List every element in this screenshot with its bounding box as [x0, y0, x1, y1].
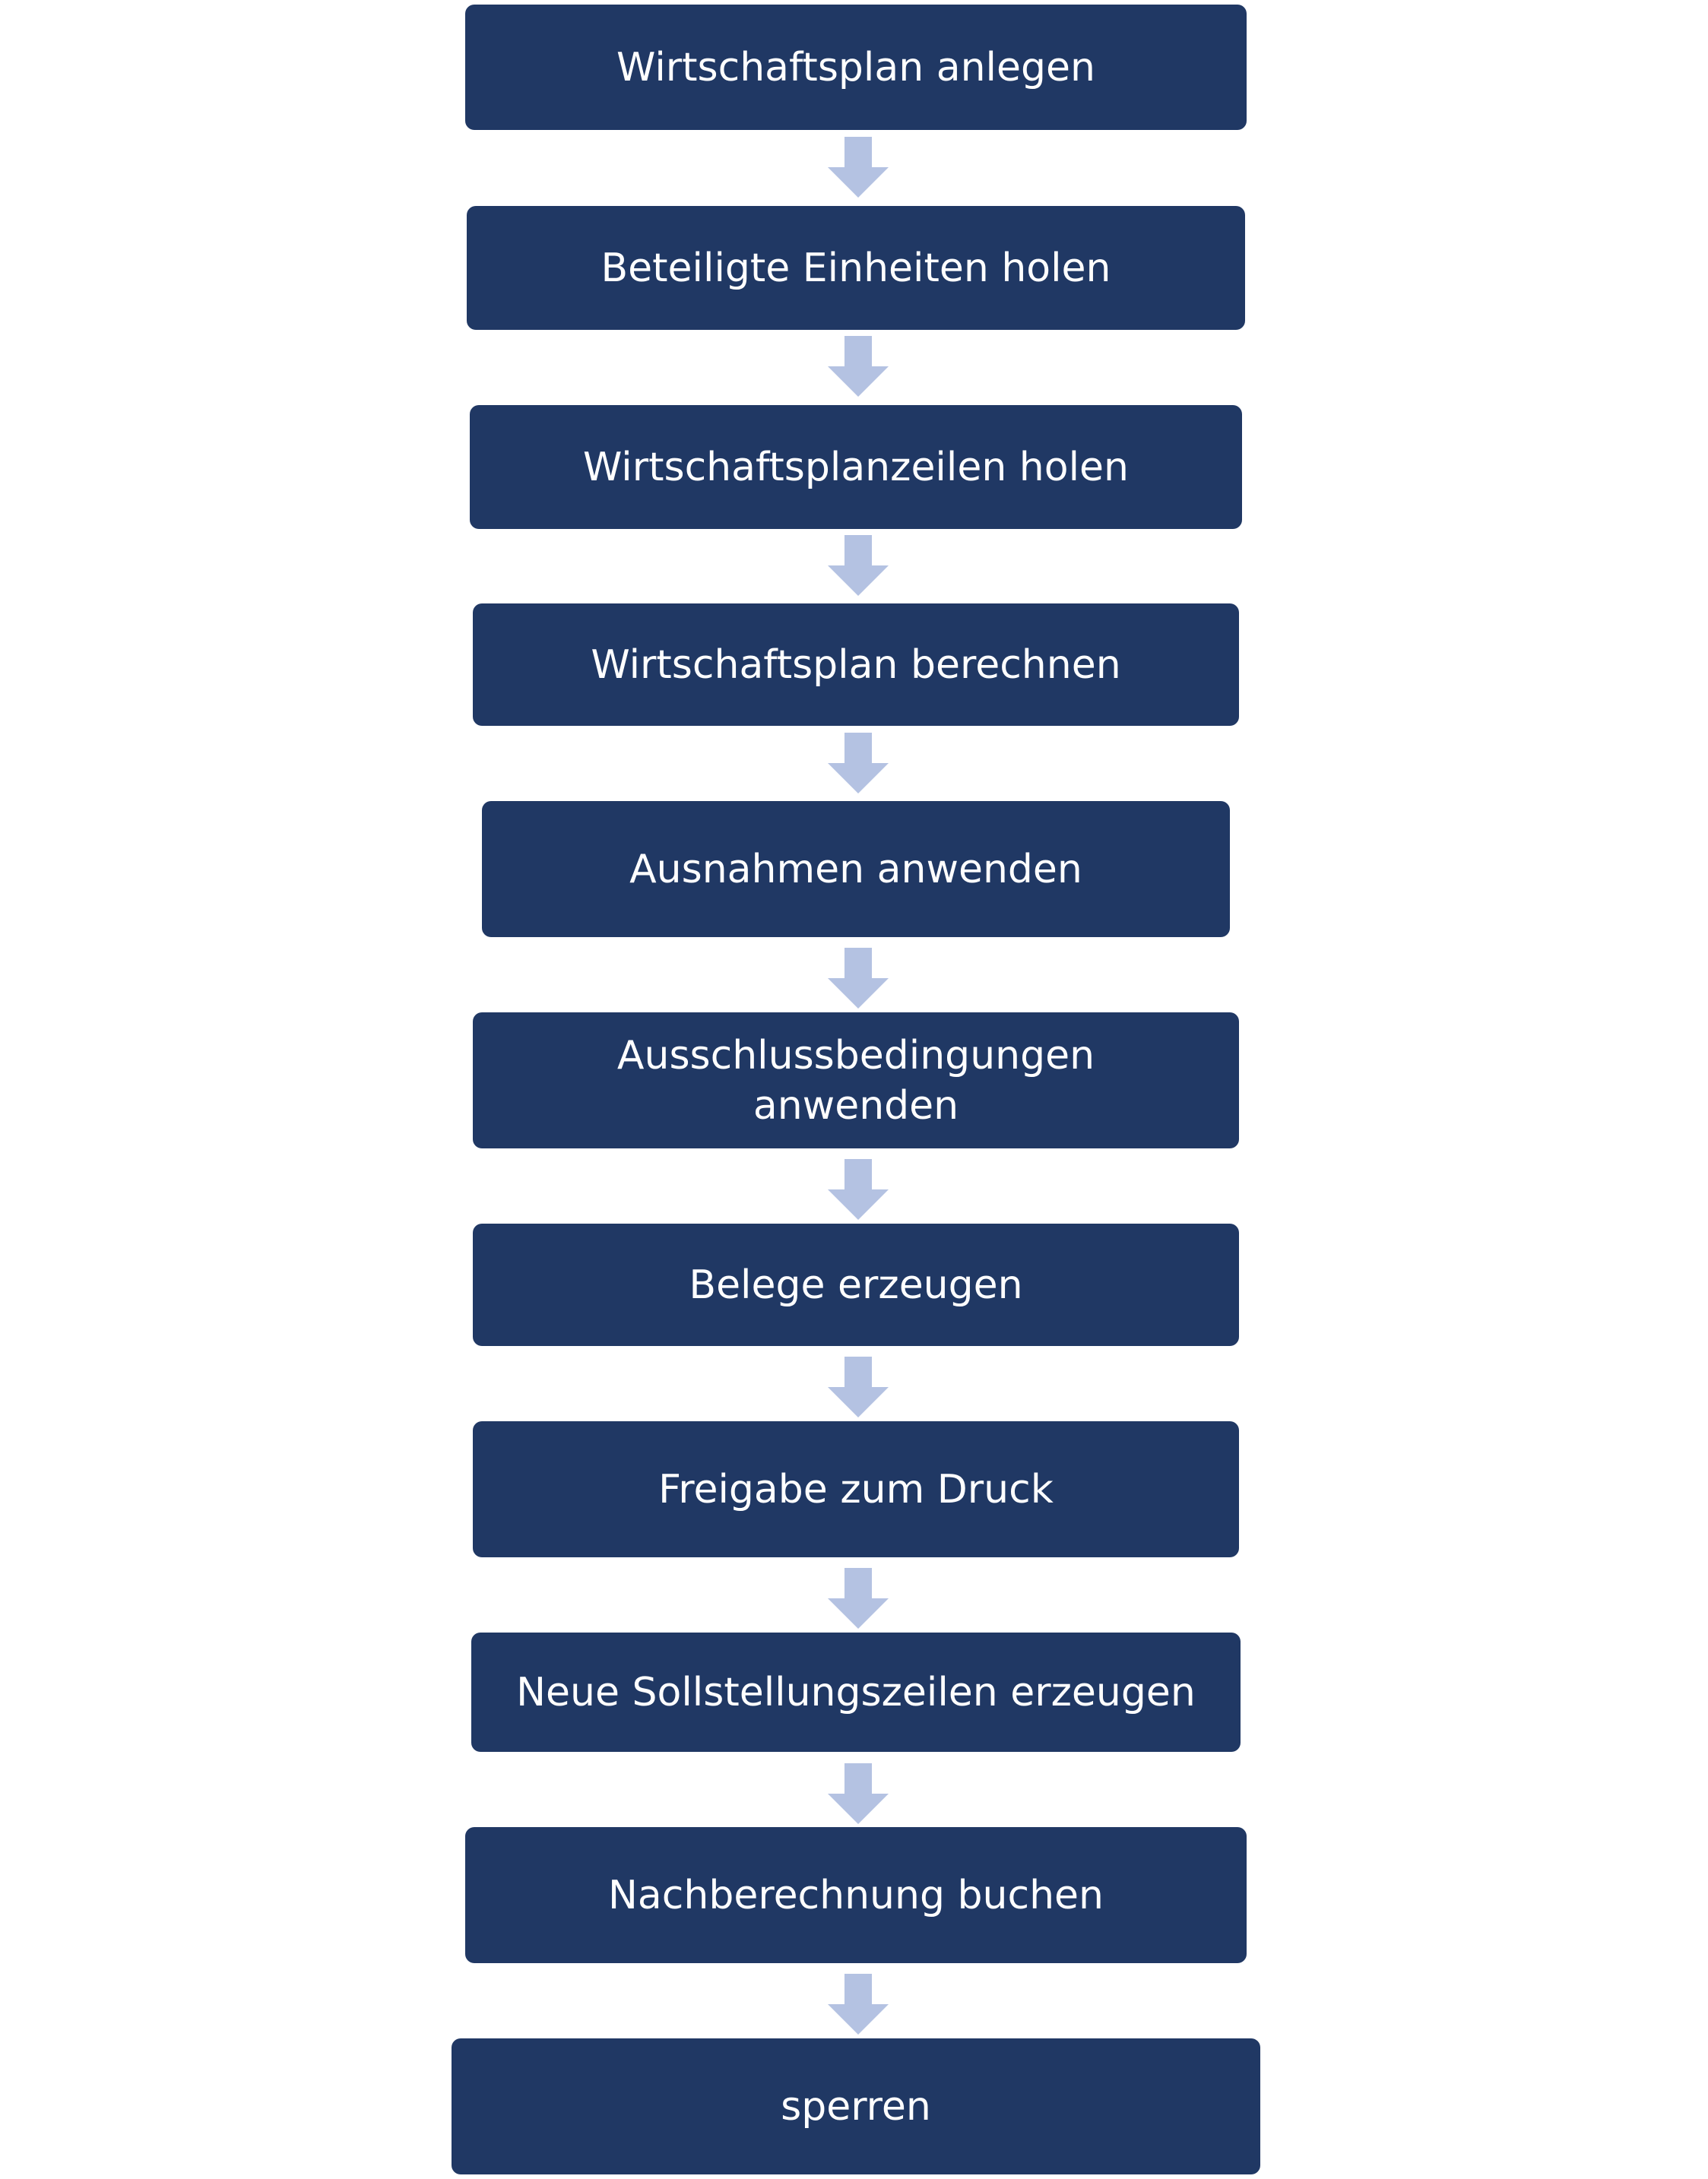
step-box-7: Belege erzeugen [473, 1224, 1239, 1346]
step-label: Nachberechnung buchen [608, 1872, 1104, 1918]
step-box-4: Wirtschaftsplan berechnen [473, 603, 1239, 726]
step-label: Wirtschaftsplan berechnen [591, 641, 1121, 688]
down-arrow-icon [828, 535, 889, 596]
down-arrow-icon [828, 1568, 889, 1629]
step-box-9: Neue Sollstellungszeilen erzeugen [471, 1633, 1241, 1752]
down-arrow-icon [828, 1159, 889, 1220]
step-label: Wirtschaftsplanzeilen holen [583, 444, 1129, 490]
step-label: Beteiligte Einheiten holen [600, 245, 1111, 291]
step-box-5: Ausnahmen anwenden [482, 801, 1230, 937]
step-box-1: Wirtschaftsplan anlegen [465, 5, 1247, 130]
step-label: Belege erzeugen [689, 1262, 1023, 1308]
step-box-3: Wirtschaftsplanzeilen holen [470, 405, 1242, 529]
step-box-2: Beteiligte Einheiten holen [467, 206, 1245, 330]
step-box-6: Ausschlussbedingungen anwenden [473, 1012, 1239, 1148]
step-label: Freigabe zum Druck [658, 1466, 1054, 1512]
down-arrow-icon [828, 1974, 889, 2035]
step-label: Neue Sollstellungszeilen erzeugen [516, 1669, 1196, 1715]
down-arrow-icon [828, 1763, 889, 1824]
down-arrow-icon [828, 733, 889, 793]
down-arrow-icon [828, 336, 889, 397]
step-label: sperren [781, 2083, 931, 2130]
down-arrow-icon [828, 1357, 889, 1417]
down-arrow-icon [828, 137, 889, 198]
step-box-8: Freigabe zum Druck [473, 1421, 1239, 1557]
step-label: Ausschlussbedingungen anwenden [616, 1032, 1095, 1129]
down-arrow-icon [828, 948, 889, 1009]
step-box-10: Nachberechnung buchen [465, 1827, 1247, 1963]
step-label: Wirtschaftsplan anlegen [616, 44, 1095, 90]
step-label: Ausnahmen anwenden [629, 846, 1082, 892]
step-box-11: sperren [452, 2038, 1260, 2174]
